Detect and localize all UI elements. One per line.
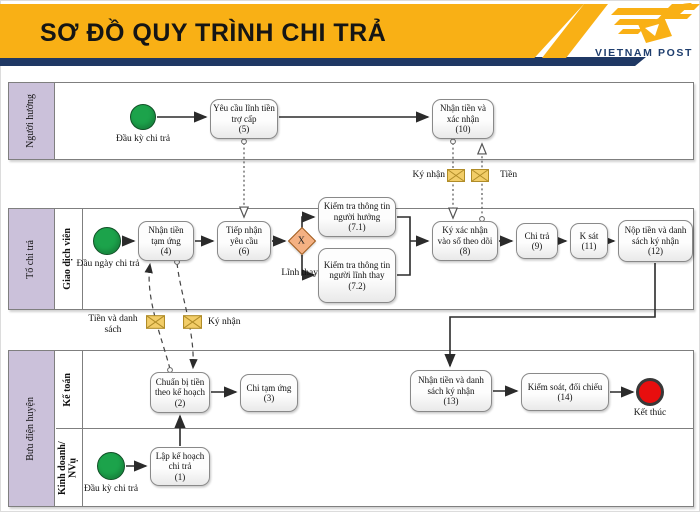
end-event-icon <box>636 378 664 406</box>
message-envelope-icon-tien-top <box>471 169 489 182</box>
task-12-number: (12) <box>648 246 663 257</box>
task-8-label: Ký xác nhận vào sổ theo dõi <box>437 225 493 246</box>
task-5-label: Yêu cầu lĩnh tiền trợ cấp <box>213 103 275 124</box>
task-6-label: Tiếp nhận yêu cầu <box>226 225 262 246</box>
message-label-ky-nhan-bottom: Ký nhận <box>208 317 241 327</box>
task-9: Chi trả (9) <box>516 223 558 259</box>
task-7-2-label: Kiểm tra thông tin người lĩnh thay <box>323 259 391 281</box>
task-7-1-number: (7.1) <box>348 222 366 233</box>
task-14-label: Kiểm soát, đối chiếu <box>527 381 603 392</box>
task-13: Nhận tiền và danh sách ký nhận (13) <box>410 370 492 412</box>
task-10-number: (10) <box>455 124 471 135</box>
task-2-label: Chuẩn bị tiền theo kế hoạch <box>155 376 205 398</box>
task-9-number: (9) <box>531 241 543 251</box>
message-envelope-icon-ky-nhan-bottom <box>183 315 202 329</box>
task-7-2: Kiểm tra thông tin người lĩnh thay (7.2) <box>318 248 396 303</box>
task-14-number: (14) <box>557 392 573 402</box>
message-label-tien-top: Tiền <box>500 170 518 180</box>
task-6: Tiếp nhận yêu cầu (6) <box>217 221 271 261</box>
task-7-1: Kiểm tra thông tin người hưởng (7.1) <box>318 197 396 237</box>
task-5-number: (5) <box>238 124 250 135</box>
start-event-icon-lane3 <box>97 452 125 480</box>
task-3-label: Chi tạm ứng <box>246 382 292 393</box>
task-5: Yêu cầu lĩnh tiền trợ cấp (5) <box>210 99 278 139</box>
sublane-giao-dich-vien-header: Giao dịch viên <box>56 209 83 309</box>
task-11: K sát (11) <box>570 223 608 259</box>
sublane-ke-toan-label: Kế toán <box>62 373 74 407</box>
task-12: Nộp tiền và danh sách ký nhận (12) <box>618 220 693 262</box>
task-3-number: (3) <box>263 393 275 403</box>
gateway-x-symbol: X <box>298 235 306 247</box>
task-7-2-number: (7.2) <box>348 280 366 291</box>
task-4: Nhận tiền tạm ứng (4) <box>138 221 194 261</box>
message-label-ky-nhan-top: Ký nhận <box>412 170 445 180</box>
start-event-icon-lane2 <box>93 227 121 255</box>
task-11-number: (11) <box>581 241 597 251</box>
gateway-branch-label: Lĩnh thay <box>281 268 318 278</box>
task-2-number: (2) <box>174 397 186 408</box>
task-8: Ký xác nhận vào sổ theo dõi (8) <box>432 221 498 261</box>
task-4-number: (4) <box>160 246 172 257</box>
task-3: Chi tạm ứng (3) <box>240 374 298 412</box>
sublane-kinh-doanh-header: Kinh doanh/ NVụ <box>56 429 83 506</box>
sublane-kinh-doanh-label: Kinh doanh/ NVụ <box>57 440 79 495</box>
sublane-divider <box>55 427 693 429</box>
start-event-label-lane2: Đầu ngày chi trả <box>76 259 140 269</box>
header-navy-stripe <box>0 57 646 66</box>
task-13-number: (13) <box>443 396 459 407</box>
lane-nguoi-huong-label: Người hưởng <box>25 94 37 148</box>
vietnam-post-logo-icon <box>520 0 700 64</box>
end-event-label: Kết thúc <box>633 408 667 418</box>
task-1-number: (1) <box>174 471 186 482</box>
task-1: Lập kế hoạch chi trả (1) <box>150 447 210 486</box>
task-1-label: Lập kế hoạch chi trả <box>155 450 205 472</box>
lane-nguoi-huong: Người hưởng <box>8 82 694 160</box>
task-14: Kiểm soát, đối chiếu (14) <box>521 373 609 411</box>
lane-to-chi-tra-header: Tổ chi trả <box>9 209 55 309</box>
start-event-label-lane3: Đầu kỳ chi trả <box>83 484 139 494</box>
lane-buu-dien-huyen-label: Bưu điện huyện <box>25 396 37 461</box>
message-envelope-icon-tien-va-danh-sach <box>146 315 165 329</box>
lane-buu-dien-huyen-header: Bưu điện huyện <box>9 351 55 506</box>
header-banner <box>0 4 584 58</box>
start-event-icon-lane1 <box>130 104 156 130</box>
lane-to-chi-tra-label: Tổ chi trả <box>25 239 37 279</box>
slide-title: SƠ ĐỒ QUY TRÌNH CHI TRẢ <box>40 19 387 47</box>
task-2: Chuẩn bị tiền theo kế hoạch (2) <box>150 372 210 413</box>
message-envelope-icon-ky-nhan-top <box>447 169 465 182</box>
task-10: Nhận tiền và xác nhận (10) <box>432 99 494 139</box>
task-4-label: Nhận tiền tạm ứng <box>148 225 184 246</box>
task-12-label: Nộp tiền và danh sách ký nhận <box>624 225 687 246</box>
vietnam-post-wordmark: VIETNAM POST <box>595 47 693 59</box>
task-7-1-label: Kiểm tra thông tin người hưởng <box>323 201 391 222</box>
task-11-label: K sát <box>579 230 599 241</box>
task-13-label: Nhận tiền và danh sách ký nhận <box>418 375 484 396</box>
task-8-number: (8) <box>459 246 471 257</box>
task-10-label: Nhận tiền và xác nhận <box>440 103 486 124</box>
sublane-ke-toan-header: Kế toán <box>56 351 83 429</box>
lane-nguoi-huong-header: Người hưởng <box>9 83 55 159</box>
task-6-number: (6) <box>238 246 250 257</box>
start-event-label-lane1: Đầu kỳ chi trả <box>115 134 171 144</box>
message-label-tien-va-danh-sach: Tiền và danh sách <box>88 314 138 335</box>
task-9-label: Chi trả <box>524 230 550 241</box>
